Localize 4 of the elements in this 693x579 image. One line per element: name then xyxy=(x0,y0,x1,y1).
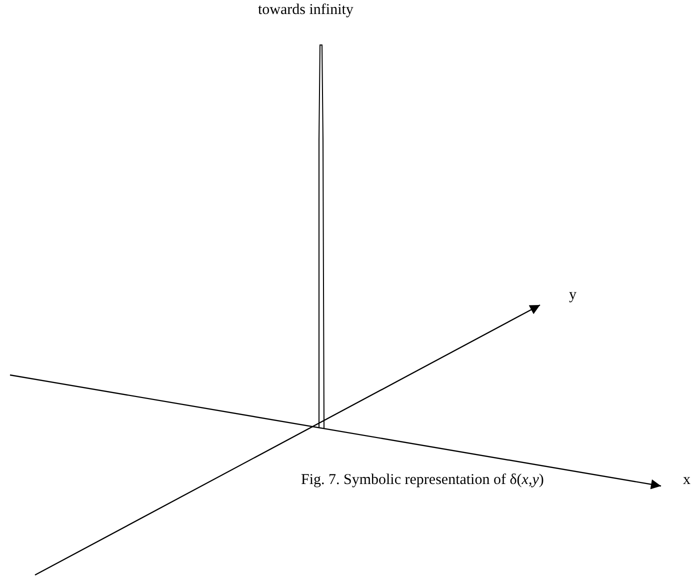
annotation-text: towards infinity xyxy=(258,2,354,19)
caption: Fig. 7. Symbolic representation of δ(x,y) xyxy=(301,472,544,489)
axis-label: y xyxy=(569,287,576,304)
axis-label: x xyxy=(683,472,690,489)
